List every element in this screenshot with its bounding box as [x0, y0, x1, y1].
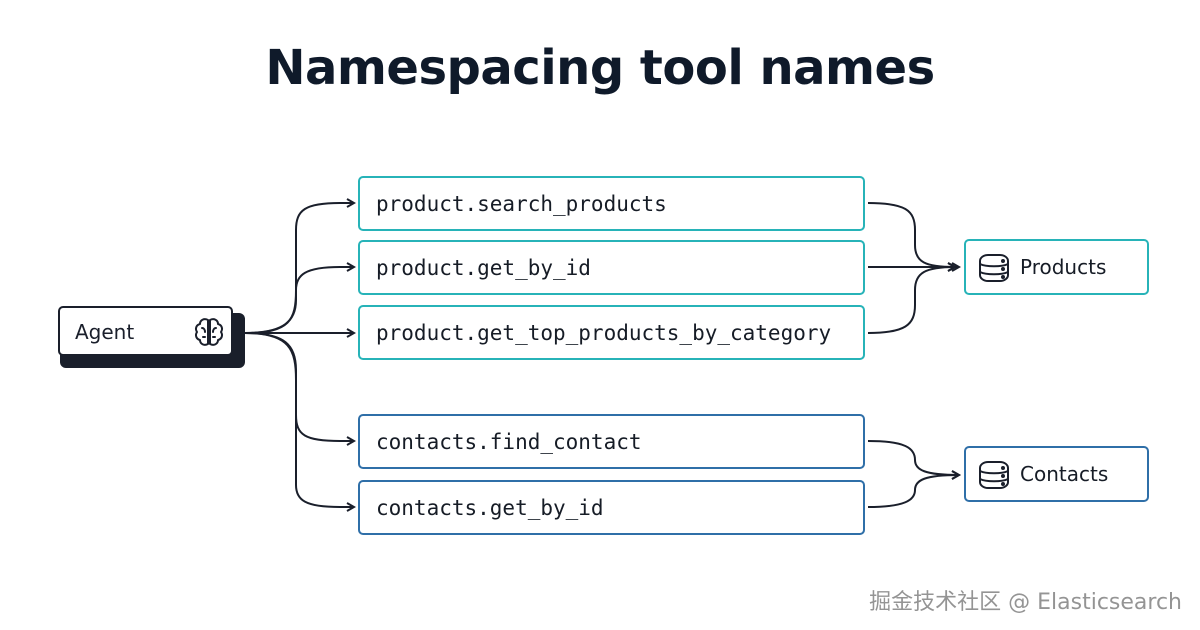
tool-label: product.get_by_id	[376, 256, 591, 280]
connector-agent-tool-2	[244, 267, 354, 334]
tool-node-product-get-top-products-by-category: product.get_top_products_by_category	[358, 305, 865, 360]
datastore-label: Products	[1020, 255, 1107, 279]
connector-tool-4-contacts	[867, 440, 959, 475]
tool-label: product.search_products	[376, 192, 667, 216]
datastore-contacts: Contacts	[964, 446, 1149, 502]
tool-label: product.get_top_products_by_category	[376, 321, 832, 345]
connector-tool-5-contacts	[867, 475, 959, 508]
tool-node-contacts-find-contact: contacts.find_contact	[358, 414, 865, 469]
datastore-products: Products	[964, 239, 1149, 295]
tool-label: contacts.find_contact	[376, 430, 642, 454]
connector-tool-3-products	[867, 267, 955, 334]
tool-node-contacts-get-by-id: contacts.get_by_id	[358, 480, 865, 535]
database-icon	[979, 254, 1009, 282]
diagram-title: Namespacing tool names	[265, 40, 935, 96]
connector-agent-tool-5	[244, 332, 354, 507]
watermark: 掘金技术社区 @ Elasticsearch	[869, 590, 1182, 615]
agent-node: Agent	[58, 306, 233, 356]
tool-label: contacts.get_by_id	[376, 496, 604, 520]
agent-label: Agent	[75, 320, 135, 344]
connector-agent-tool-4	[244, 332, 354, 441]
tool-node-product-get-by-id: product.get_by_id	[358, 240, 865, 295]
database-icon	[979, 461, 1009, 489]
datastore-label: Contacts	[1020, 462, 1109, 486]
brain-icon	[195, 318, 223, 346]
connector-tool-1-products	[867, 202, 955, 267]
tool-node-product-search-products: product.search_products	[358, 176, 865, 231]
